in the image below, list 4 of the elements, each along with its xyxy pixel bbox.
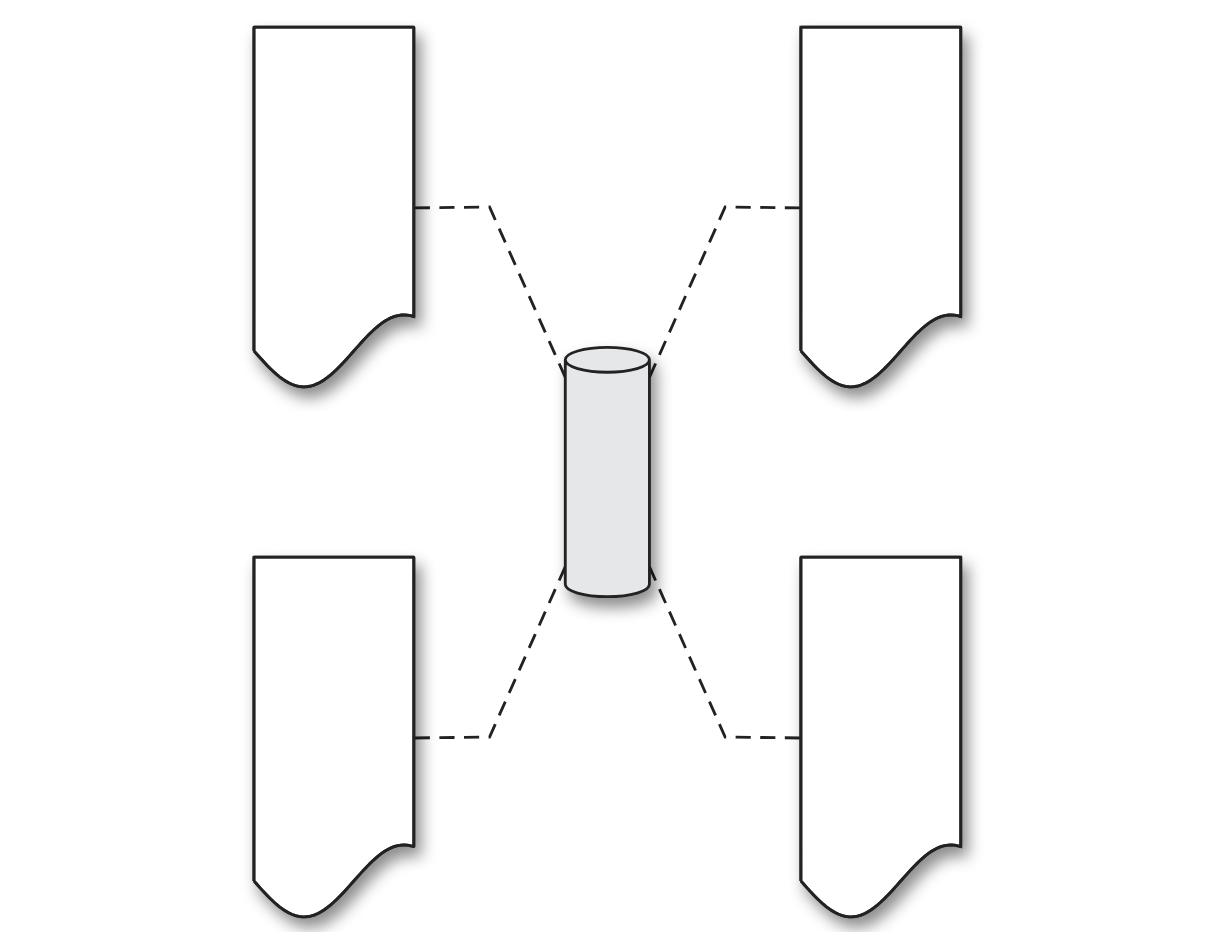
connector: [415, 204, 568, 377]
connector: [648, 565, 803, 739]
connector: [648, 204, 803, 377]
connector: [415, 565, 568, 739]
